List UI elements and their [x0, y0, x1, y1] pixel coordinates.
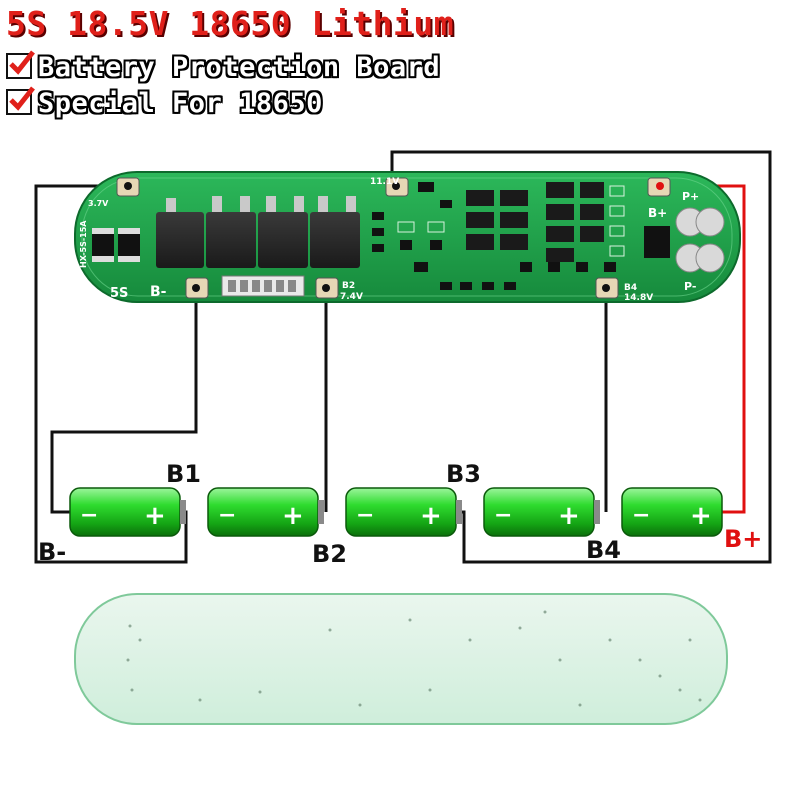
checkmark-icon [6, 49, 35, 79]
cell-minus-sign: − [356, 503, 374, 528]
output-pads [675, 207, 725, 273]
pad-label-b4-voltage: 14.8V [624, 293, 653, 303]
feature-label: Special For 18650 [38, 88, 323, 119]
ic-chip-icon [644, 226, 670, 258]
cell-plus-sign: + [690, 501, 712, 531]
battery-cells: − + − + − + − + − + [69, 487, 723, 537]
pad-label-b-minus: B- [150, 284, 167, 300]
pad-label-corner-voltage: 3.7V [88, 199, 109, 208]
label-b4: B4 [586, 536, 621, 564]
pad-label-p-minus: P- [684, 280, 696, 293]
battery-cell: − + [483, 487, 600, 537]
feature-label: Battery Protection Board [38, 52, 441, 83]
feature-item: Battery Protection Board [6, 49, 441, 83]
product-title: 5S 18.5V 18650 Lithium [6, 4, 455, 43]
battery-cell: − + [621, 487, 723, 537]
mosfet-icon [156, 196, 360, 268]
label-b-minus: B- [38, 538, 66, 566]
cell-minus-sign: − [80, 503, 98, 528]
board-back-side [74, 593, 728, 725]
cell-minus-sign: − [218, 503, 236, 528]
cell-plus-sign: + [558, 501, 580, 531]
cell-minus-sign: − [632, 503, 650, 528]
protection-board: 5S B- B2 7.4V 11.1V B4 14.8V B+ P+ P- 3.… [74, 171, 741, 303]
label-b1: B1 [166, 460, 201, 488]
pad-label-b3-voltage: 11.1V [370, 177, 399, 187]
feature-item: Special For 18650 [6, 85, 323, 119]
battery-cell: − + [207, 487, 324, 537]
cell-plus-sign: + [282, 501, 304, 531]
pad-label-b-plus: B+ [648, 206, 667, 220]
cell-plus-sign: + [144, 501, 166, 531]
checkmark-icon [6, 85, 35, 115]
board-series-label: 5S [110, 286, 128, 301]
ic-chip-icon [466, 182, 604, 262]
label-b2: B2 [312, 540, 347, 568]
pad-label-p-plus: P+ [682, 190, 699, 203]
battery-cell: − + [69, 487, 186, 537]
pad-label-b2: B2 [342, 281, 355, 291]
cell-minus-sign: − [494, 503, 512, 528]
smd-components [372, 182, 616, 290]
board-model: HX-5S-15A [79, 220, 88, 268]
label-b-plus: B+ [724, 525, 762, 553]
pad-label-b2-voltage: 7.4V [340, 292, 363, 302]
wire-b1 [50, 288, 198, 514]
resistor-icon [92, 228, 140, 262]
label-b3: B3 [446, 460, 481, 488]
cell-plus-sign: + [420, 501, 442, 531]
pad-label-b4: B4 [624, 283, 637, 293]
battery-cell: − + [345, 487, 462, 537]
solder-pads [116, 177, 671, 299]
